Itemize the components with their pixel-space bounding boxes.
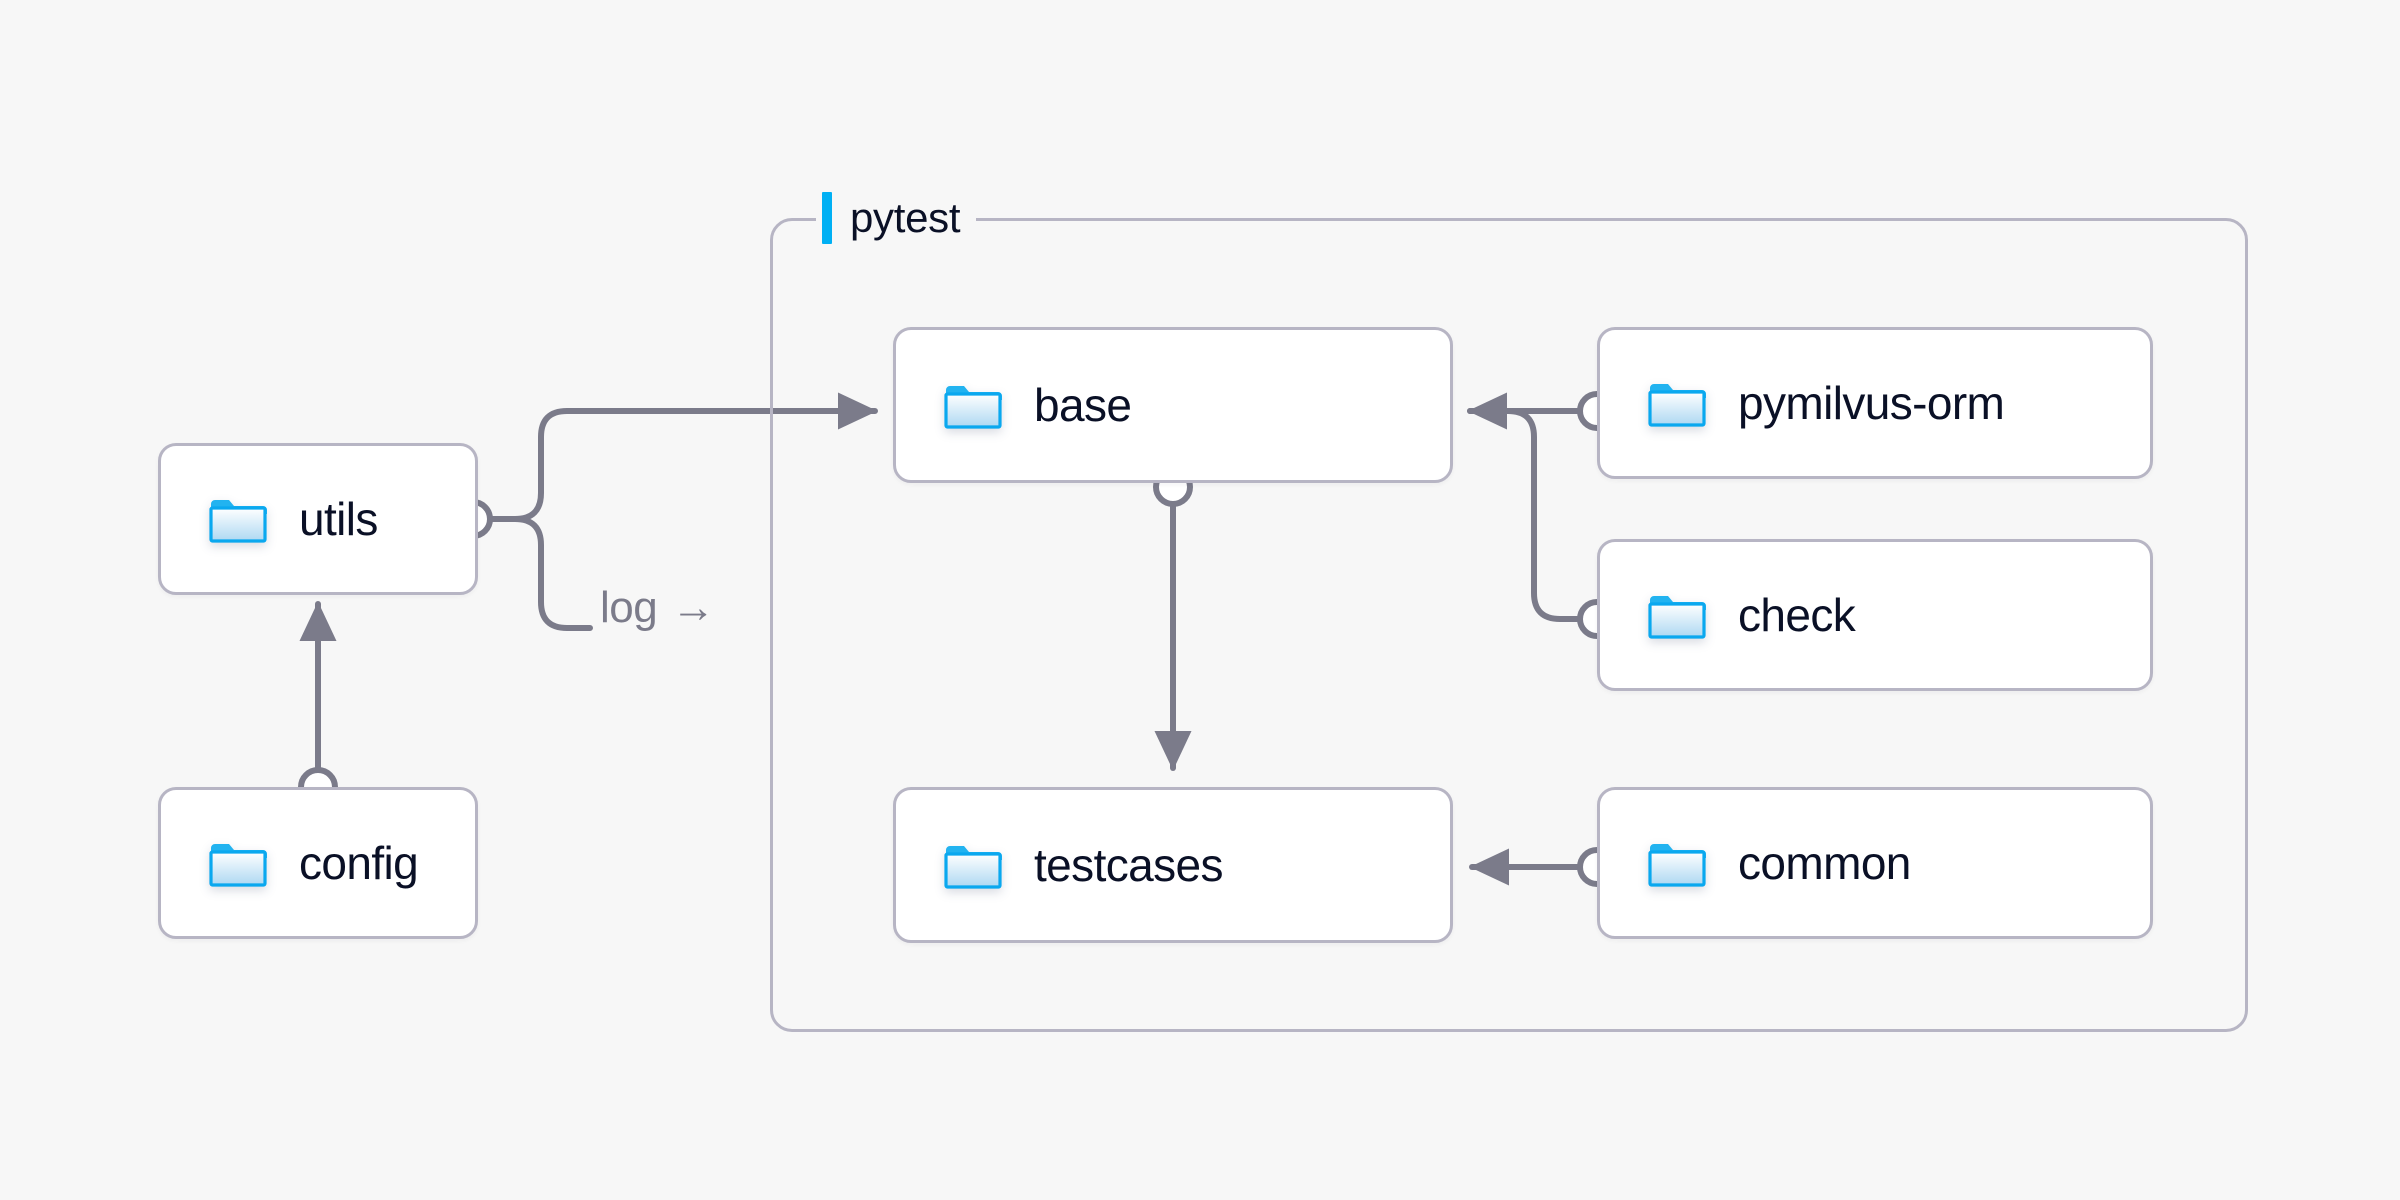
group-pytest-title: pytest [850, 194, 961, 241]
folder-icon [1648, 839, 1706, 887]
node-check[interactable]: check [1597, 539, 2153, 691]
folder-icon [1648, 591, 1706, 639]
node-common[interactable]: common [1597, 787, 2153, 939]
node-label-config: config [299, 837, 419, 889]
arrow-right-icon: → [671, 583, 715, 632]
node-utils[interactable]: utils [158, 443, 478, 595]
accent-bar-icon [822, 192, 832, 244]
node-base[interactable]: base [893, 327, 1453, 483]
node-label-pymilvus-orm: pymilvus-orm [1738, 377, 2005, 429]
folder-icon [944, 841, 1002, 889]
folder-icon [209, 839, 267, 887]
edge-utils-branch-to-log [487, 516, 593, 631]
folder-icon [1648, 379, 1706, 427]
node-pymilvus-orm[interactable]: pymilvus-orm [1597, 327, 2153, 479]
node-testcases[interactable]: testcases [893, 787, 1453, 943]
node-label-check: check [1738, 589, 1856, 641]
group-pytest-label: pytest [816, 190, 977, 246]
group-pytest[interactable] [770, 218, 2248, 1032]
node-label-base: base [1034, 379, 1132, 431]
node-label-utils: utils [299, 493, 378, 545]
node-config[interactable]: config [158, 787, 478, 939]
node-label-common: common [1738, 837, 1911, 889]
folder-icon [209, 495, 267, 543]
node-label-testcases: testcases [1034, 839, 1224, 891]
folder-icon [944, 381, 1002, 429]
edge-label-log-text: log [600, 583, 658, 632]
edge-label-log: log → [600, 586, 715, 630]
